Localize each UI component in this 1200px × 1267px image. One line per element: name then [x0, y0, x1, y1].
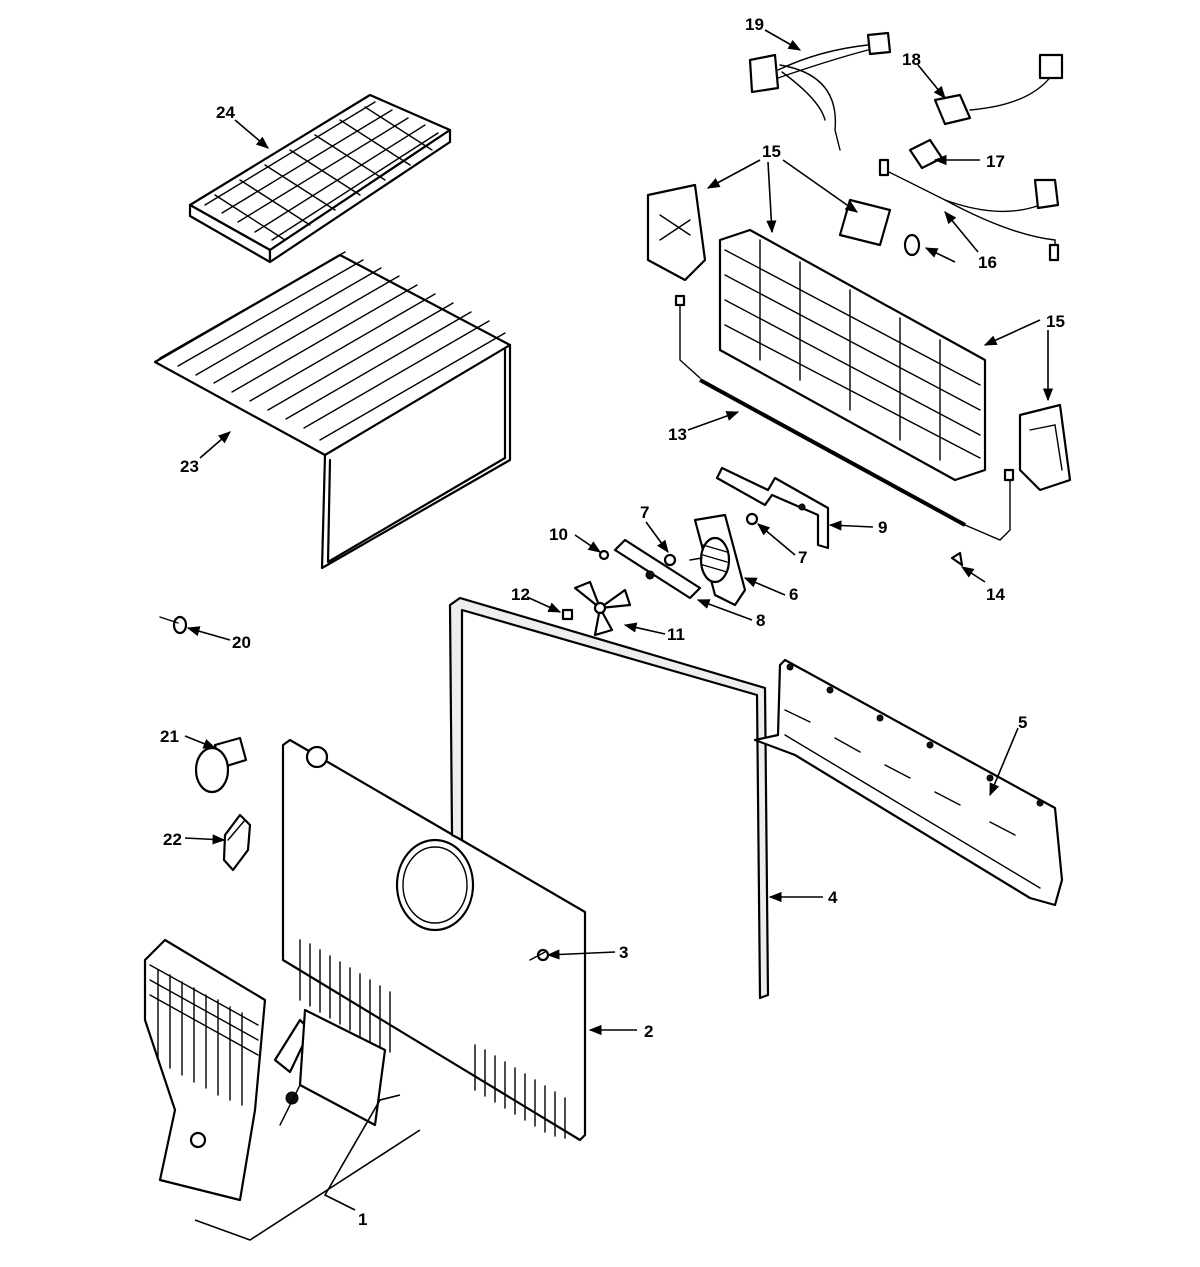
callout-23: 23	[180, 457, 199, 476]
callout-12: 12	[511, 585, 530, 604]
nut	[663, 553, 677, 567]
callout-19: 19	[745, 15, 764, 34]
callout-18: 18	[902, 50, 921, 69]
callout-3: 3	[619, 943, 628, 962]
callout-1: 1	[358, 1210, 367, 1229]
callout-6: 6	[789, 585, 798, 604]
evaporator	[646, 183, 1072, 492]
wire-shelf	[153, 251, 512, 570]
fan-motor	[689, 513, 747, 607]
pin	[159, 615, 188, 635]
motor-mounting-bracket	[715, 466, 830, 550]
callout-13: 13	[668, 425, 687, 444]
callout-10: 10	[549, 525, 568, 544]
defrost-thermostat-harness	[878, 158, 1060, 262]
callout-9: 9	[878, 518, 887, 537]
callout-8: 8	[756, 611, 765, 630]
screw	[598, 549, 610, 561]
evaporator-cover-panel	[281, 738, 587, 1142]
callout-16: 16	[978, 253, 997, 272]
callout-24: 24	[216, 103, 235, 122]
knob	[194, 736, 248, 794]
callout-20: 20	[232, 633, 251, 652]
callout-7: 7	[798, 548, 807, 567]
callout-7: 7	[640, 503, 649, 522]
callout-5: 5	[1018, 713, 1027, 732]
ice-tray	[188, 93, 452, 264]
rear-channel	[753, 658, 1064, 907]
motor-bracket	[613, 538, 702, 600]
callout-4: 4	[828, 888, 838, 907]
damper-insert	[222, 813, 252, 872]
air-duct-assembly	[143, 938, 387, 1202]
callout-22: 22	[163, 830, 182, 849]
callout-labels: 1 2 3 4 5 6 7 7 8 9 10 11 12 13 14 15 15…	[160, 15, 1065, 1229]
callout-11: 11	[667, 625, 685, 644]
callout-17: 17	[986, 152, 1005, 171]
callout-2: 2	[644, 1022, 653, 1041]
clip	[561, 608, 574, 621]
callout-15: 15	[762, 142, 781, 161]
heater-clip	[950, 551, 964, 567]
callout-14: 14	[986, 585, 1005, 604]
wire-harness	[933, 53, 1064, 126]
defrost-heater	[674, 294, 1015, 541]
callout-15: 15	[1046, 312, 1065, 331]
main-wire-harness	[748, 31, 892, 151]
cover-seal-gasket	[448, 596, 770, 1000]
connector-clip	[908, 138, 944, 170]
nut	[745, 512, 759, 526]
callout-21: 21	[160, 727, 179, 746]
leader-lines	[184, 29, 1054, 1241]
fan-blade	[573, 580, 632, 637]
